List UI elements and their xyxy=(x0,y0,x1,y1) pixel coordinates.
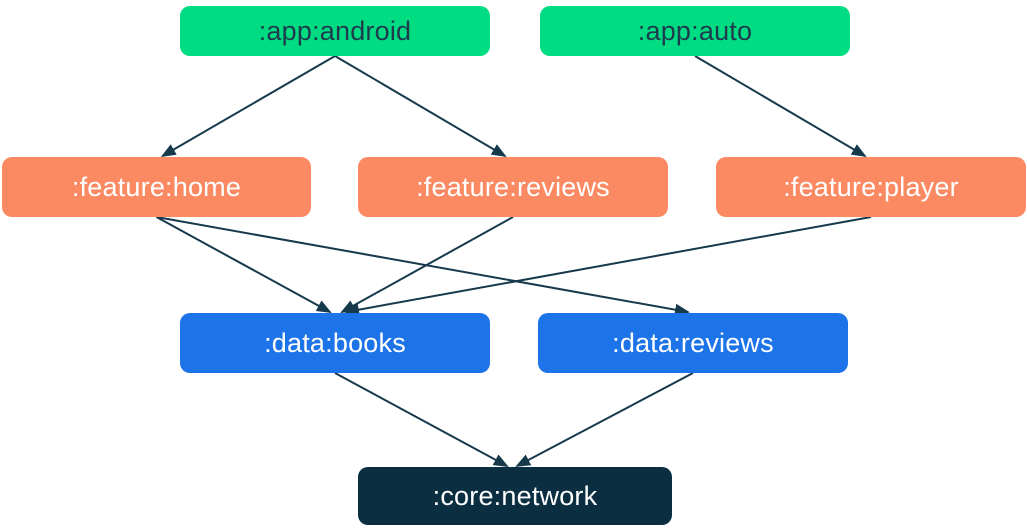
edge-feature_home-to-data_reviews xyxy=(156,216,690,316)
edge-app_auto-to-feature_player xyxy=(694,55,867,158)
node-label: :app:auto xyxy=(637,15,753,46)
edge-data_books-to-core_network xyxy=(334,372,509,467)
edge-app_android-to-feature_home xyxy=(160,55,336,158)
node-label: :feature:reviews xyxy=(416,171,610,202)
node-feature-reviews: :feature:reviews xyxy=(358,157,668,217)
node-core-network: :core:network xyxy=(358,467,672,525)
node-feature-player: :feature:player xyxy=(716,157,1026,217)
edge-feature_reviews-to-data_books xyxy=(340,216,514,313)
node-label: :core:network xyxy=(432,480,598,511)
node-feature-home: :feature:home xyxy=(2,157,311,217)
node-label: :feature:player xyxy=(783,171,959,202)
node-app-android: :app:android xyxy=(180,6,490,56)
node-app-auto: :app:auto xyxy=(540,6,850,56)
node-label: :feature:home xyxy=(71,171,242,202)
edge-feature_player-to-data_books xyxy=(344,216,872,316)
node-label: :data:reviews xyxy=(612,327,774,358)
node-data-books: :data:books xyxy=(180,313,490,373)
node-data-reviews: :data:reviews xyxy=(538,313,848,373)
node-label: :app:android xyxy=(258,15,412,46)
edge-data_reviews-to-core_network xyxy=(515,372,694,467)
node-label: :data:books xyxy=(264,327,406,358)
edge-app_android-to-feature_reviews xyxy=(334,55,507,158)
edge-feature_home-to-data_books xyxy=(156,216,332,313)
